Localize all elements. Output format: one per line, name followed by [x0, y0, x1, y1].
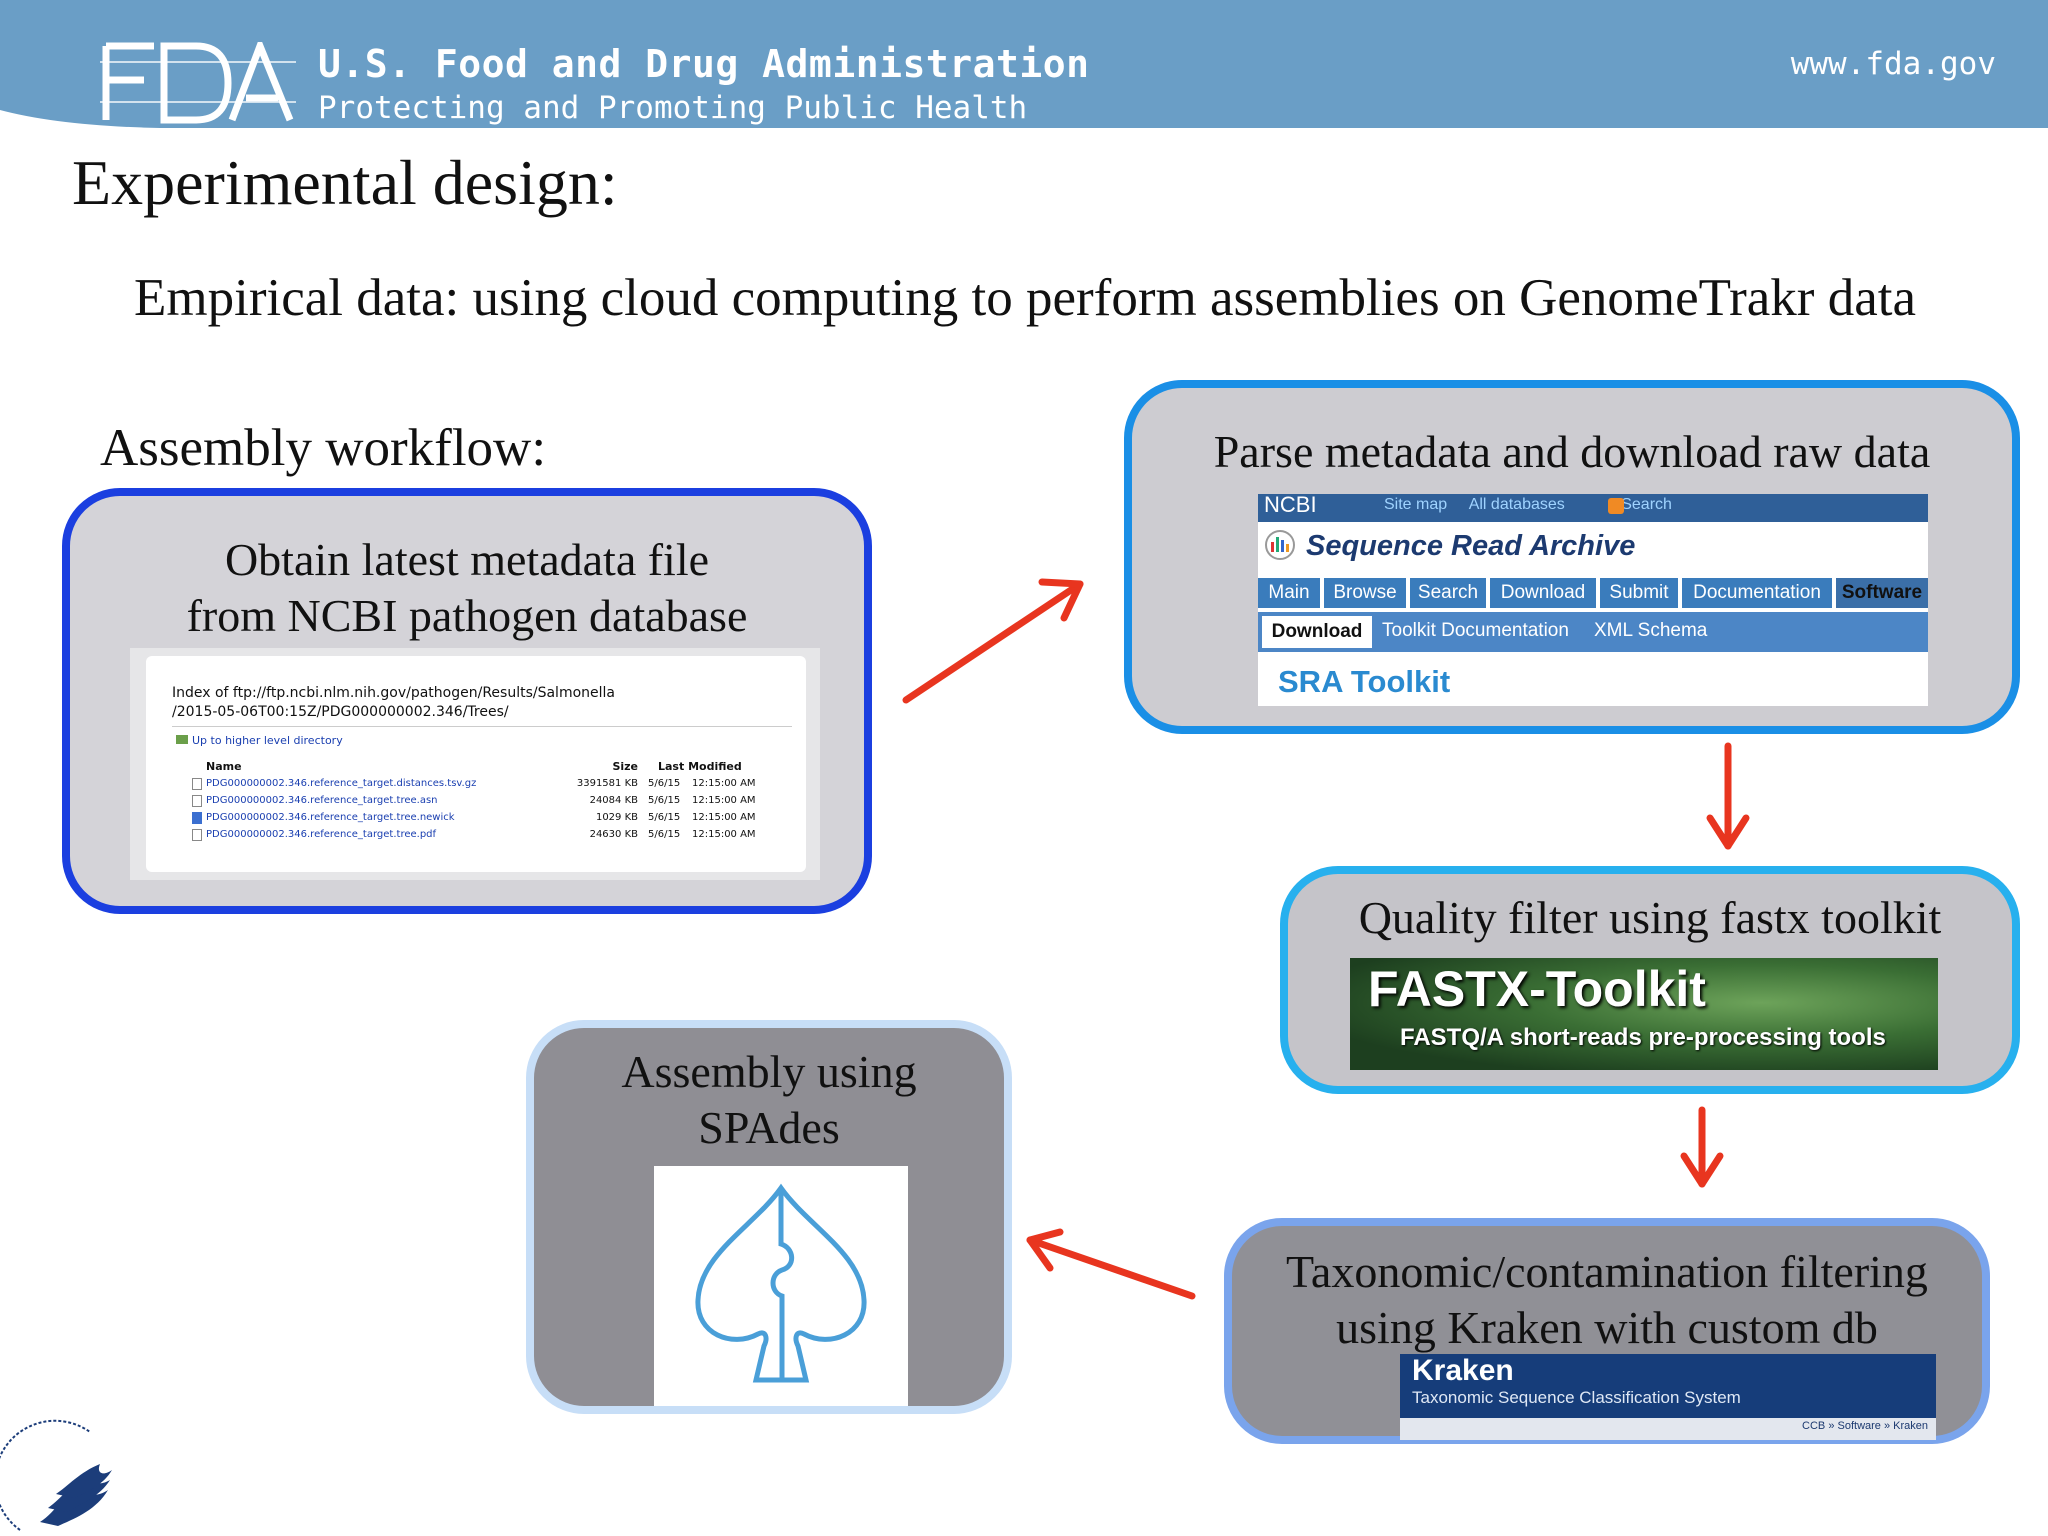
arrow-icon	[1710, 746, 1746, 846]
arrow-icon	[906, 582, 1080, 700]
hhs-seal-icon	[0, 1412, 124, 1536]
arrow-icon	[1684, 1110, 1720, 1184]
arrow-icon	[1030, 1232, 1192, 1296]
